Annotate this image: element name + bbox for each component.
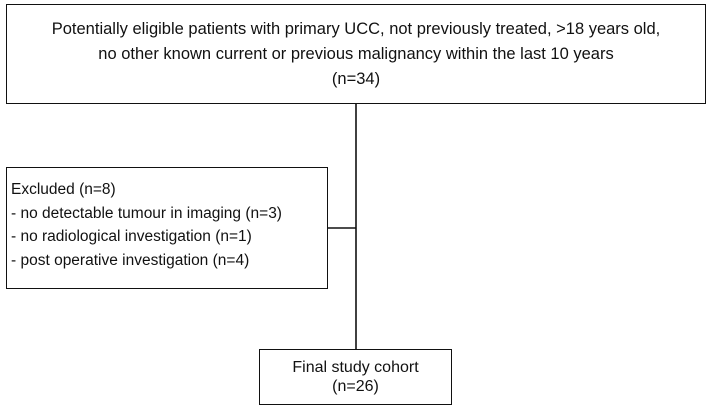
excluded-reason-item: - no radiological investigation (n=1)	[11, 228, 252, 245]
excluded-reason-item: - no detectable tumour in imaging (n=3)	[11, 204, 282, 222]
excluded-reason-item: - post operative investigation (n=4)	[11, 251, 250, 269]
final-cohort-count: (n=26)	[332, 378, 379, 395]
excluded-title: Excluded (n=8)	[11, 181, 116, 198]
excluded-patients-box: Excluded (n=8) - no detectable tumour in…	[6, 167, 328, 289]
final-cohort-title: Final study cohort	[292, 359, 419, 376]
eligible-patients-box: Potentially eligible patients with prima…	[6, 4, 706, 104]
final-cohort-box: Final study cohort (n=26)	[259, 349, 452, 405]
eligible-count: (n=34)	[331, 69, 381, 88]
eligible-criteria-line-1: Potentially eligible patients with prima…	[51, 19, 661, 38]
eligible-criteria-line-2: no other known current or previous malig…	[98, 44, 614, 63]
